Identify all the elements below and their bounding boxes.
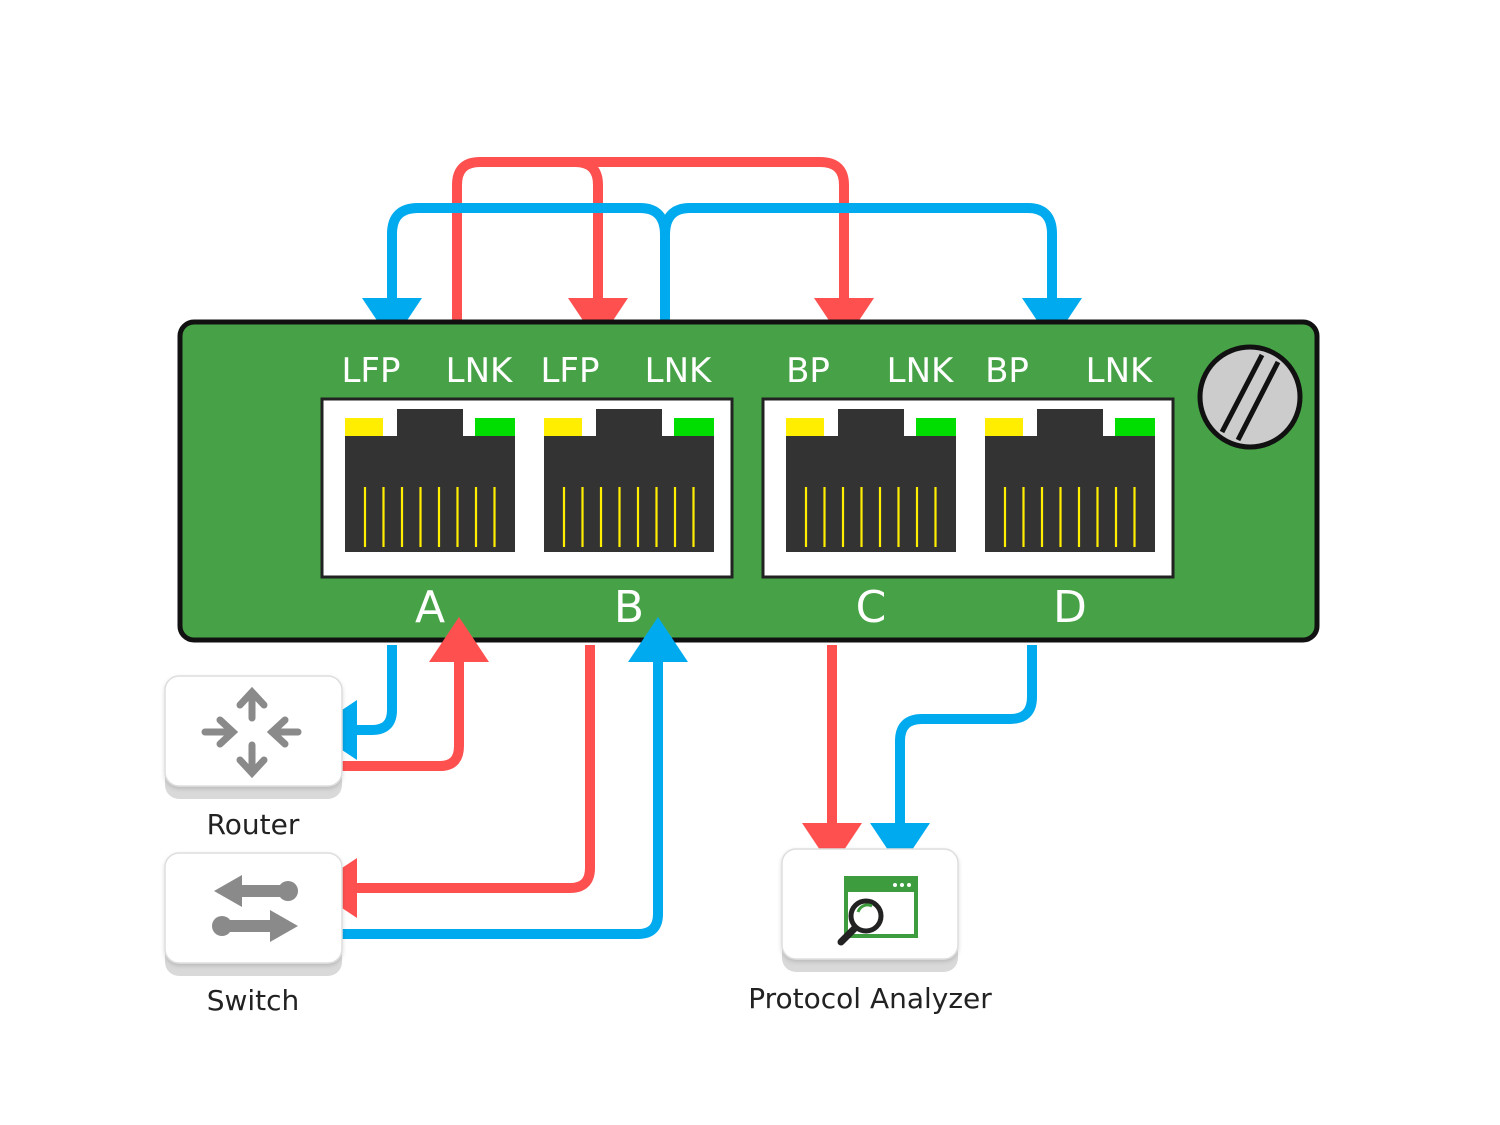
port-b-led-left-label: LFP [540,351,599,391]
switch-device[interactable]: Switch [164,852,343,1017]
port-d-led-left-label: BP [985,351,1029,391]
port-b-led-right-label: LNK [645,351,713,391]
bottom-connections [312,617,1037,939]
port-c-led-right-label: LNK [887,351,955,391]
port-d-led-lnk [1115,418,1155,436]
protocol-analyzer-icon [837,876,918,946]
analyzer-device[interactable]: Protocol Analyzer [748,848,992,1015]
port-b-label: B [614,582,644,633]
router-label: Router [207,808,300,841]
router-device[interactable]: Router [164,675,343,841]
port-a-led-right-label: LNK [446,351,514,391]
analyzer-label: Protocol Analyzer [748,982,992,1015]
ports: LFP LNK A LFP LNK B BP LNK C BP LNK D [341,351,1155,633]
red-link-a-to-c [575,157,874,343]
blue-link-d-to-analyzer [870,645,1037,868]
port-a-led-left-label: LFP [341,351,400,391]
port-d-led-right-label: LNK [1086,351,1154,391]
blue-link-b-to-a [362,203,670,343]
switch-icon [212,875,298,942]
router-icon [201,686,302,779]
port-a-body [345,409,515,552]
port-b[interactable]: LFP LNK B [540,351,714,633]
red-link-a-to-b [452,157,628,343]
blue-link-b-to-d [660,203,1082,343]
blue-link-switch-to-b [342,617,688,939]
port-c-label: C [856,582,887,633]
port-b-body [544,409,714,552]
port-d-body [985,409,1155,552]
screw-icon [1197,344,1303,450]
port-b-led-lfp [544,418,582,436]
red-link-b-to-switch [312,645,595,918]
port-c-led-left-label: BP [786,351,830,391]
port-b-led-lnk [674,418,714,436]
switch-card [164,852,343,964]
port-c-body [786,409,956,552]
port-a-label: A [415,582,445,633]
port-d[interactable]: BP LNK D [985,351,1155,633]
red-link-router-to-a [342,617,489,771]
port-a-led-lfp [345,418,383,436]
switch-label: Switch [207,984,300,1017]
port-d-label: D [1053,582,1087,633]
port-a[interactable]: LFP LNK A [341,351,515,633]
blue-link-a-to-router [312,645,397,760]
router-card [164,675,343,787]
port-c-led-bp [786,418,824,436]
tap-board: LFP LNK A LFP LNK B BP LNK C BP LNK D [177,319,1320,643]
port-d-led-bp [985,418,1023,436]
port-a-led-lnk [475,418,515,436]
port-c-led-lnk [916,418,956,436]
screw [1197,344,1303,450]
top-connections [362,157,1082,343]
port-c[interactable]: BP LNK C [786,351,956,633]
